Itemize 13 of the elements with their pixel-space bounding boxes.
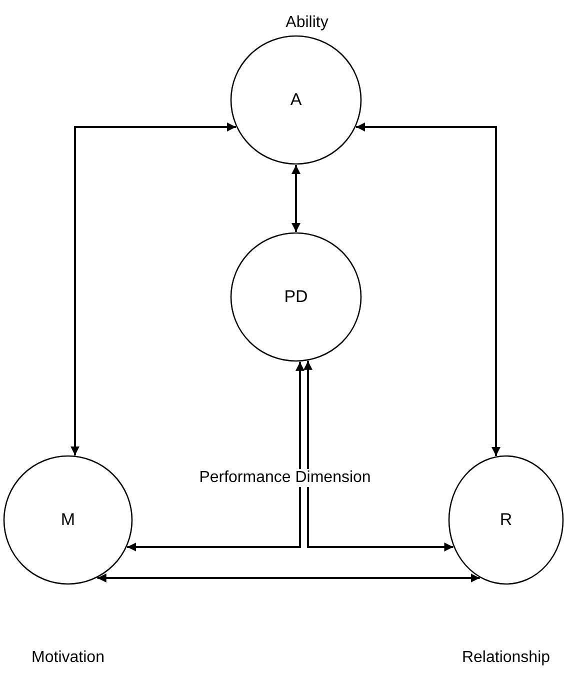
caption-text: Performance Dimension <box>199 469 371 487</box>
caption-text: Relationship <box>462 649 550 667</box>
double-arrow <box>356 122 500 456</box>
node-label: PD <box>284 287 308 307</box>
node-caption: Ability <box>286 14 328 32</box>
double-arrow <box>97 574 480 582</box>
double-arrow <box>127 362 304 552</box>
node-label: M <box>60 510 76 530</box>
double-arrow <box>292 165 300 232</box>
double-arrow <box>70 122 236 456</box>
node-label: A <box>290 90 302 110</box>
node-label: R <box>500 510 512 530</box>
double-arrow <box>304 360 454 552</box>
